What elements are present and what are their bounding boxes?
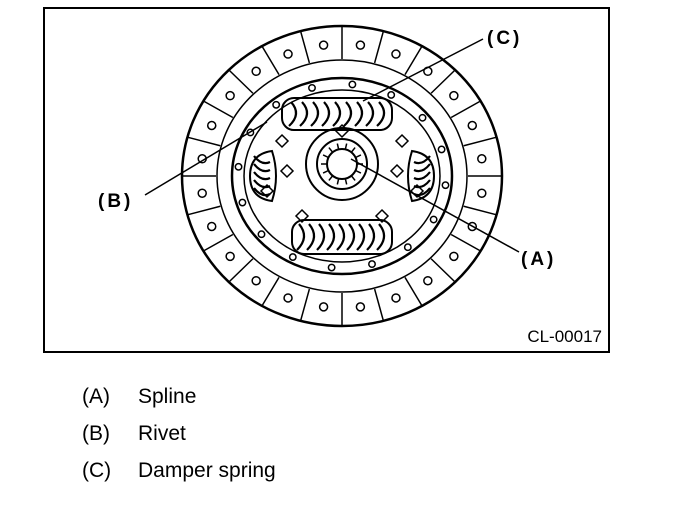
leader-line-a (350, 158, 520, 253)
legend-text: Spline (138, 385, 197, 408)
hub-flange (305, 127, 379, 201)
spline-bore (326, 148, 358, 180)
hub-boss (316, 138, 368, 190)
legend-item-c: (C) Damper spring (82, 460, 276, 481)
legend-key: (C) (82, 459, 112, 482)
callout-a: (A) (521, 249, 557, 270)
clutch-disc-figure: (C) (B) (A) CL-00017 (43, 7, 610, 353)
leader-line-b (144, 121, 268, 196)
clutch-disc (180, 24, 504, 328)
damper-spring-bottom (291, 219, 393, 255)
legend-item-a: (A) Spline (82, 386, 196, 407)
facing-rivets (197, 40, 487, 312)
legend-key: (B) (82, 422, 110, 445)
facing-outer-edge (180, 24, 504, 328)
figure-id-label: CL-00017 (527, 327, 602, 346)
legend-text: Damper spring (138, 459, 276, 482)
facing-inner-edge (216, 59, 468, 293)
callout-c: (C) (487, 28, 523, 49)
plate-rivets (234, 80, 450, 272)
spline-teeth (321, 143, 363, 185)
hub-plate-rim (243, 89, 441, 263)
legend-item-b: (B) Rivet (82, 423, 186, 444)
facing-grooves (183, 27, 501, 325)
legend-text: Rivet (138, 422, 186, 445)
plate-lugs (259, 123, 425, 224)
hub-plate-outer (230, 76, 454, 276)
damper-spring-left (248, 149, 277, 203)
clutch-disc-drawing (144, 24, 520, 328)
leader-line-c (362, 38, 484, 102)
damper-spring-top (281, 97, 393, 131)
callout-b: (B) (98, 191, 134, 212)
legend-key: (A) (82, 385, 110, 408)
